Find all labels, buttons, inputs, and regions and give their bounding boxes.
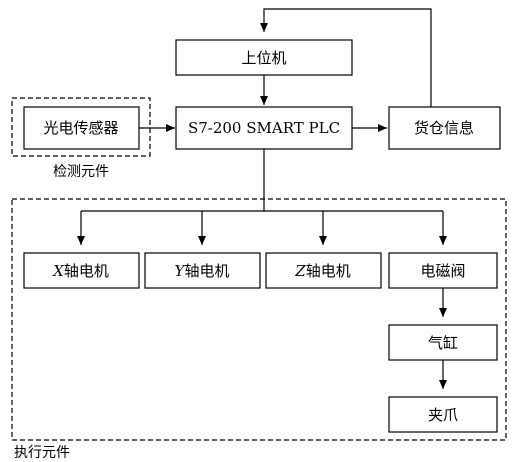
y-axis-letter: Y — [175, 262, 187, 280]
plc-node: S7-200 SMART PLC — [175, 106, 353, 150]
z-motor-node: Z轴电机 — [265, 252, 382, 289]
detection-group-frame — [11, 97, 151, 157]
y-motor-node: Y轴电机 — [144, 252, 261, 289]
x-motor-node: X轴电机 — [23, 252, 140, 289]
warehouse-info-label: 货仓信息 — [414, 119, 474, 137]
host-pc-node: 上位机 — [175, 39, 353, 76]
detection-group-caption: 检测元件 — [53, 164, 109, 180]
z-axis-letter: Z — [294, 262, 306, 280]
warehouse-info-node: 货仓信息 — [388, 106, 501, 150]
y-motor-label: Y轴电机 — [175, 262, 230, 280]
photo-sensor-node: 光电传感器 — [23, 106, 140, 150]
z-motor-label: Z轴电机 — [294, 262, 350, 280]
x-motor-label: X轴电机 — [52, 262, 109, 280]
solenoid-valve-label: 电磁阀 — [420, 262, 465, 280]
x-motor-suffix: 轴电机 — [64, 262, 109, 280]
y-motor-suffix: 轴电机 — [184, 262, 229, 280]
feedback-arrow-warehouse-to-host — [260, 8, 432, 107]
x-axis-letter: X — [52, 262, 65, 280]
host-pc-label: 上位机 — [241, 49, 286, 67]
cylinder-node: 气缸 — [388, 324, 498, 361]
solenoid-valve-node: 电磁阀 — [388, 252, 498, 289]
gripper-node: 夹爪 — [388, 396, 498, 433]
photo-sensor-label: 光电传感器 — [43, 119, 118, 137]
execution-group-caption: 执行元件 — [14, 445, 70, 461]
z-motor-suffix: 轴电机 — [306, 262, 351, 280]
cylinder-label: 气缸 — [428, 334, 458, 352]
plc-label: S7-200 SMART PLC — [188, 119, 340, 137]
gripper-label: 夹爪 — [428, 406, 458, 424]
